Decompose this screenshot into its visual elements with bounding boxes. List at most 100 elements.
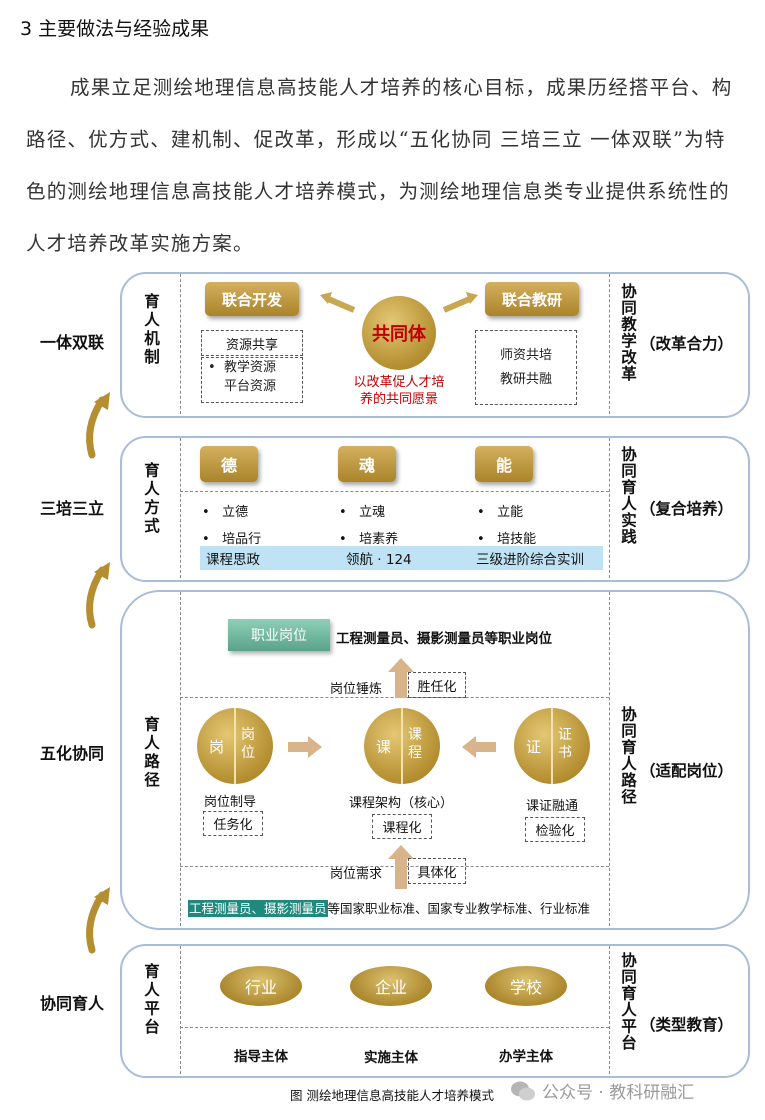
col3-list: • 立能 • 培技能 (477, 499, 536, 553)
implement-subject: 实施主体 (364, 1050, 418, 1066)
resource-item-text: 教学资源 (223, 360, 276, 375)
panel3-right-vertical: 协同育人路径 (619, 706, 637, 805)
list-item: • 立德 (202, 505, 249, 520)
circle-right-text: 岗位 (241, 727, 255, 761)
side-label-3: 五化协同 (40, 744, 105, 763)
intro-paragraph: 成果立足测绘地理信息高技能人才培养的核心目标，成果历经搭平台、构路径、优方式、建… (26, 76, 733, 255)
divider (180, 946, 181, 1074)
divider (180, 866, 609, 867)
school-ellipse: 学校 (485, 966, 567, 1006)
divider (180, 592, 181, 926)
list-item-text: 立魂 (359, 505, 386, 520)
band-label: 三级进阶综合实训 (476, 552, 584, 568)
task-box: 任务化 (203, 811, 263, 836)
enterprise-ellipse: 企业 (350, 966, 432, 1006)
course-circle: 课 课程 (364, 708, 440, 784)
list-item-text: 立能 (497, 505, 524, 520)
right-arrow-icon (288, 736, 322, 758)
panel3-right-paren: （适配岗位） (640, 762, 734, 780)
circle-right-text: 课程 (408, 727, 422, 761)
col2-list: • 立魂 • 培素养 (339, 499, 398, 553)
standards-rest: 等国家职业标准、国家专业教学标准、行业标准 (327, 901, 591, 916)
c1-caption: 岗位制导 (204, 795, 257, 810)
divider (609, 274, 610, 414)
circle-right-text: 证书 (558, 727, 572, 761)
left-arrow-icon (462, 736, 496, 758)
panel-platform (120, 944, 750, 1078)
position-circle: 岗 岗位 (197, 708, 273, 784)
competence-box: 胜任化 (408, 672, 466, 698)
virtue-button: 德 (200, 446, 258, 482)
list-item-text: 培素养 (359, 532, 399, 547)
panel2-right-paren: （复合培养） (640, 500, 734, 518)
list-item: • 培品行 (202, 532, 262, 547)
circle-left-text: 课 (376, 738, 392, 756)
demand-label: 岗位需求 (330, 867, 383, 882)
list-item: • 立能 (477, 505, 524, 520)
list-item: • 立魂 (339, 505, 386, 520)
band-label: 领航 · 124 (346, 552, 412, 568)
watermark: 公众号 · 教科研融汇 (510, 1078, 694, 1103)
resource-item: • 教学资源 (208, 360, 276, 375)
up-arrow-icon (86, 562, 110, 629)
joint-dev-button: 联合开发 (205, 282, 299, 316)
panel4-right-paren: （类型教育） (640, 1016, 734, 1034)
teacher-item: 师资共培 (499, 347, 552, 363)
course-box: 课程化 (372, 814, 432, 839)
arrow-icon (320, 292, 356, 313)
divider (180, 274, 181, 414)
arrow-icon (442, 292, 478, 313)
list-item-text: 立德 (222, 505, 249, 520)
circle-left-text: 证 (526, 738, 542, 756)
c2-caption: 课程架构（核心） (349, 796, 454, 811)
list-item-text: 培品行 (222, 532, 262, 547)
watermark-text: 公众号 · 教科研融汇 (542, 1083, 695, 1103)
panel1-right-paren: （改革合力） (640, 335, 734, 353)
industry-ellipse: 行业 (220, 966, 302, 1006)
resource-share-box: 资源共享 (201, 330, 303, 356)
divider (609, 438, 610, 578)
teacher-box: 师资共培 教研共融 (475, 330, 577, 405)
temper-label: 岗位锤炼 (330, 682, 383, 697)
divider (180, 491, 609, 492)
center-caption: 以改革促人才培 养的共同愿景 (340, 374, 458, 408)
soul-button: 魂 (338, 446, 396, 482)
c3-caption: 课证融通 (526, 799, 579, 814)
up-block-arrow-icon (388, 658, 414, 698)
skill-button: 能 (475, 446, 533, 482)
joint-research-button: 联合教研 (485, 282, 579, 316)
divider (180, 1027, 609, 1028)
specific-box: 具体化 (408, 858, 466, 884)
panel3-left-label: 育人路径 (142, 716, 160, 790)
run-subject: 办学主体 (499, 1049, 553, 1065)
guide-subject: 指导主体 (234, 1049, 288, 1065)
side-label-1: 一体双联 (40, 333, 105, 352)
circle-left-text: 岗 (209, 738, 225, 756)
up-block-arrow-icon (388, 845, 414, 889)
divider (180, 438, 181, 578)
job-position-button: 职业岗位 (228, 619, 330, 651)
divider (609, 946, 610, 1074)
side-label-4: 协同育人 (40, 994, 105, 1013)
standards-line: 工程测量员、摄影测量员等国家职业标准、国家专业教学标准、行业标准 (188, 898, 590, 917)
wechat-icon (511, 1081, 535, 1100)
list-item-text: 培技能 (497, 532, 537, 547)
standards-highlight: 工程测量员、摄影测量员 (188, 900, 328, 917)
verify-box: 检验化 (525, 817, 585, 842)
panel2-right-vertical: 协同育人实践 (619, 446, 637, 545)
divider (609, 592, 610, 926)
list-item: • 培技能 (477, 532, 537, 547)
up-arrow-icon (86, 887, 110, 954)
center-caption-line: 养的共同愿景 (359, 392, 438, 407)
up-arrow-icon (86, 392, 110, 459)
community-circle: 共同体 (362, 296, 436, 370)
resource-list-box: • 教学资源 平台资源 (201, 357, 303, 403)
band-label: 课程思政 (206, 552, 260, 568)
figure-caption: 图 测绘地理信息高技能人才培养模式 (290, 1088, 494, 1103)
col1-list: • 立德 • 培品行 (202, 499, 261, 553)
job-text: 工程测量员、摄影测量员等职业岗位 (336, 631, 552, 647)
section-heading: 3 主要做法与经验成果 (20, 18, 210, 40)
course-band: 课程思政 领航 · 124 三级进阶综合实训 (200, 546, 603, 570)
panel2-left-label: 育人方式 (142, 462, 160, 536)
panel1-left-label: 育人机制 (142, 293, 160, 367)
